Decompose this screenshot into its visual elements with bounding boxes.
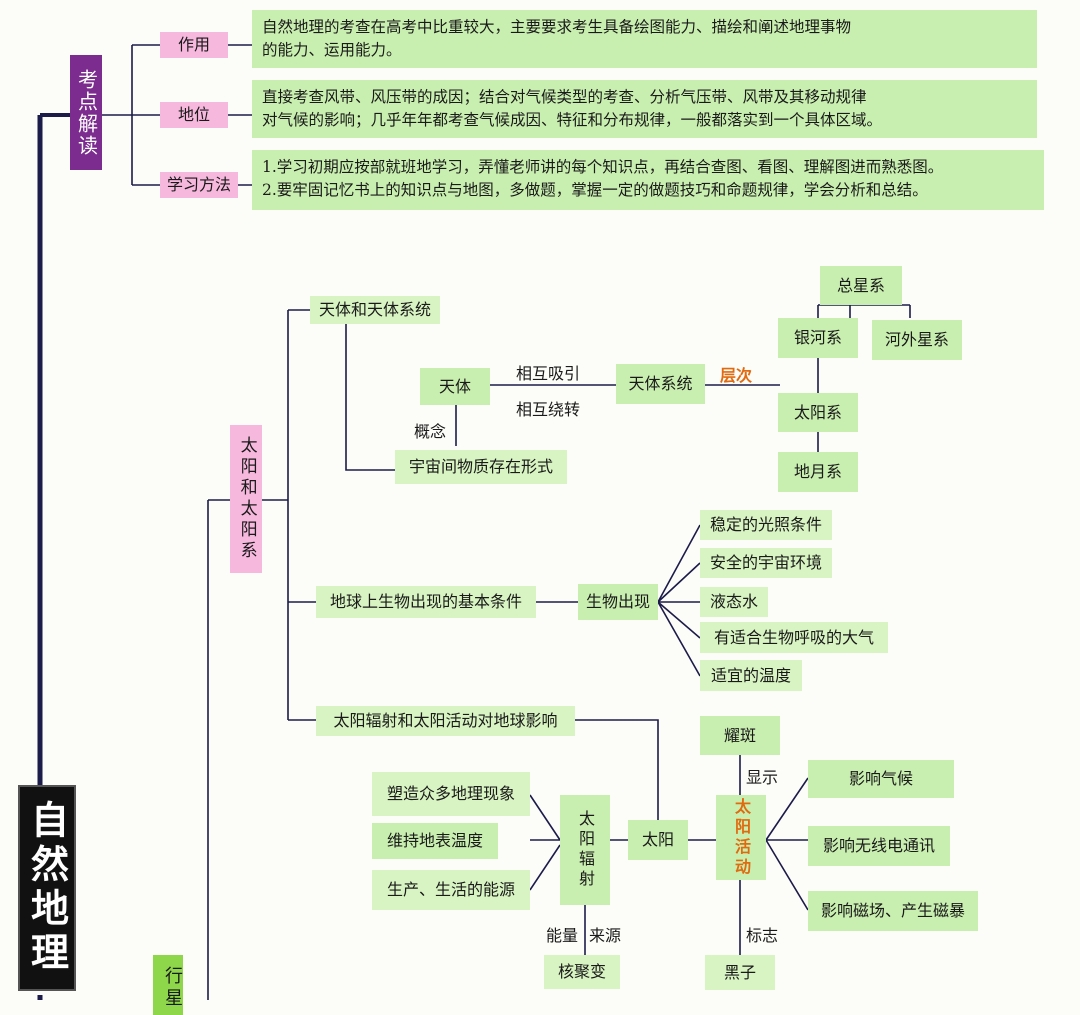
label-nengliang: 能量	[546, 926, 579, 945]
node-diyuexi: 地月系	[778, 452, 858, 492]
label-rel1: 相互吸引	[516, 364, 581, 383]
label-biaozhi: 标志	[746, 926, 779, 945]
node-tianti-system: 天体系统	[616, 364, 705, 404]
node-yuzhou: 宇宙间物质存在形式	[395, 450, 567, 484]
node-eff1: 影响气候	[808, 760, 954, 798]
node-tianti: 天体	[420, 368, 490, 405]
section-kaodian: 考点解读	[70, 55, 102, 170]
node-huodong: 太阳活动	[716, 795, 766, 880]
node-hewai: 河外星系	[872, 320, 962, 360]
kaodian-label-xuexi: 学习方法	[160, 172, 238, 198]
node-yinhexi: 银河系	[778, 318, 858, 358]
node-eff3: 影响磁场、产生磁暴	[808, 891, 978, 931]
label-rel2: 相互绕转	[516, 400, 581, 419]
kaodian-text-diwei: 直接考查风带、风压带的成因；结合对气候类型的考查、分析气压带、风带及其移动规律对…	[252, 80, 1037, 138]
node-shengwu-tiaojian: 地球上生物出现的基本条件	[316, 586, 536, 618]
node-cond1: 稳定的光照条件	[700, 510, 832, 540]
node-taiyang: 太阳	[628, 820, 688, 860]
page-title: 自然地理	[18, 785, 76, 991]
node-taiyangxi: 太阳系	[778, 393, 858, 432]
node-cond3: 液态水	[700, 587, 768, 617]
node-fushe: 太阳辐射	[560, 795, 610, 905]
section-next: 行星	[153, 955, 183, 1015]
kaodian-label-zuoyong: 作用	[160, 32, 228, 58]
node-cond2: 安全的宇宙环境	[700, 548, 832, 578]
node-cond4: 有适合生物呼吸的大气	[700, 622, 888, 653]
node-zongxingxi: 总星系	[820, 266, 902, 305]
node-heizi: 黑子	[705, 955, 775, 990]
node-nengyuan: 生产、生活的能源	[372, 870, 530, 910]
kaodian-text-zuoyong: 自然地理的考查在高考中比重较大，主要要求考生具备绘图能力、描绘和阐述地理事物的能…	[252, 10, 1037, 68]
node-suzao: 塑造众多地理现象	[372, 772, 530, 816]
label-cengci: 层次	[720, 366, 753, 385]
section-sun: 太阳和太阳系	[230, 425, 262, 573]
node-eff2: 影响无线电通讯	[808, 826, 950, 866]
node-fushe-yingxiang: 太阳辐射和太阳活动对地球影响	[316, 706, 575, 736]
node-shengwu-chuxian: 生物出现	[578, 584, 658, 620]
kaodian-text-xuexi: 1.学习初期应按部就班地学习，弄懂老师讲的每个知识点，再结合查图、看图、理解图进…	[252, 150, 1044, 210]
kaodian-label-diwei: 地位	[160, 102, 228, 128]
node-tianti-xitong: 天体和天体系统	[310, 296, 440, 324]
label-xianshi: 显示	[746, 768, 779, 787]
label-laiyuan: 来源	[589, 926, 622, 945]
node-yaoban: 耀斑	[700, 716, 780, 755]
node-cond5: 适宜的温度	[700, 660, 802, 691]
label-gainian: 概念	[414, 422, 447, 441]
node-weichi: 维持地表温度	[372, 823, 498, 859]
node-juju: 核聚变	[544, 955, 620, 989]
